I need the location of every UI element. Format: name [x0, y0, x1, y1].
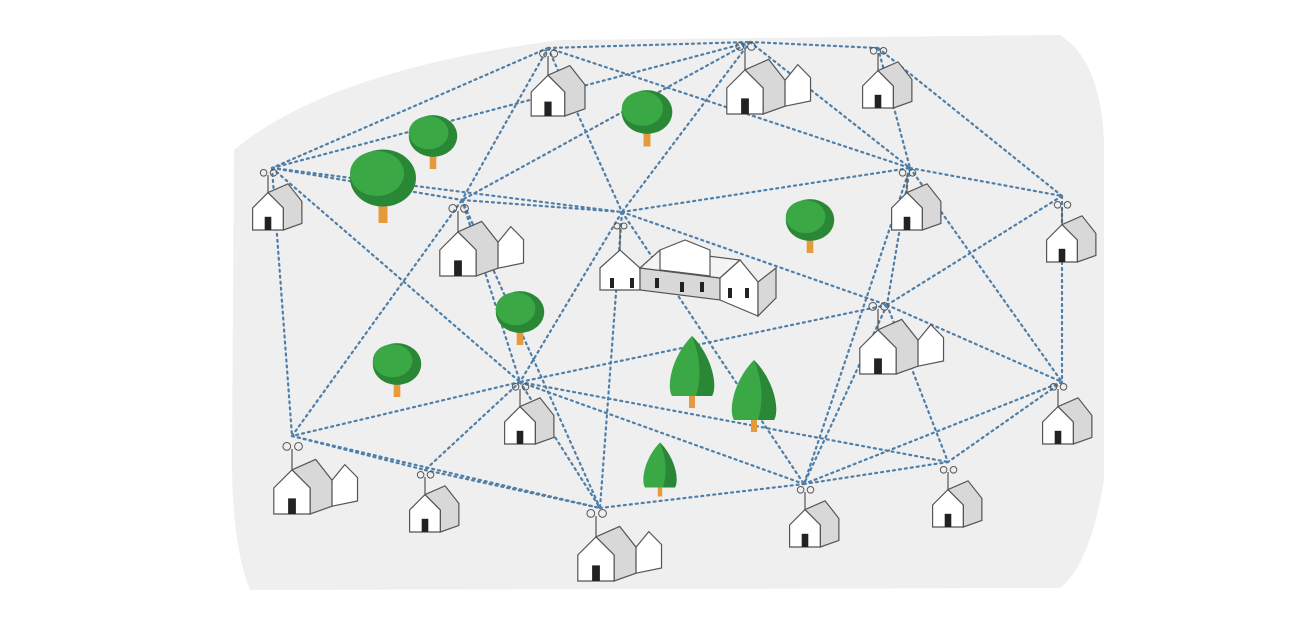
- house-icon: [789, 486, 840, 548]
- pine-tree-icon: [643, 442, 677, 497]
- mesh-link: [423, 468, 602, 510]
- central-building-icon: [599, 222, 777, 318]
- house-icon: [439, 204, 525, 277]
- mesh-link: [290, 198, 464, 438]
- tree-icon: [372, 343, 422, 397]
- house-icon: [577, 509, 663, 582]
- mesh-link: [885, 166, 912, 307]
- tree-icon: [350, 149, 416, 223]
- mesh-link: [270, 166, 522, 384]
- house-icon: [273, 442, 359, 515]
- mesh-link: [802, 380, 1064, 486]
- mesh-link: [270, 166, 624, 214]
- mesh-link: [460, 40, 752, 202]
- mesh-link: [885, 303, 950, 464]
- tree-icon: [621, 90, 673, 147]
- trees: [350, 90, 835, 497]
- mesh-link: [290, 434, 427, 472]
- pine-tree-icon: [731, 360, 777, 432]
- mesh-link: [460, 198, 624, 214]
- house-icon: [530, 49, 586, 117]
- mesh-link: [885, 194, 1064, 307]
- tree-icon: [495, 291, 545, 345]
- mesh-link: [802, 460, 950, 486]
- buildings: [252, 42, 1097, 582]
- house-icon: [1046, 201, 1097, 263]
- mesh-link: [908, 166, 1064, 198]
- mesh-link: [270, 40, 752, 170]
- mesh-link: [946, 380, 1064, 464]
- mesh-link: [460, 46, 550, 202]
- house-icon: [859, 302, 945, 375]
- mesh-link: [620, 166, 912, 214]
- mesh-link: [518, 210, 624, 384]
- house-icon: [726, 42, 812, 115]
- mesh-link: [270, 46, 550, 170]
- tree-icon: [408, 115, 458, 169]
- house-icon: [862, 47, 913, 109]
- house-icon: [252, 169, 303, 231]
- house-icon: [932, 466, 983, 528]
- pine-tree-icon: [669, 336, 715, 408]
- house-icon: [504, 383, 555, 445]
- mesh-link: [598, 482, 806, 510]
- house-icon: [1042, 383, 1093, 445]
- mesh-link: [518, 303, 889, 384]
- mesh-link: [546, 40, 752, 50]
- mesh-link: [546, 46, 912, 170]
- tree-icon: [785, 199, 835, 253]
- mesh-link: [748, 40, 912, 170]
- mesh-link: [885, 303, 1064, 384]
- mesh-link: [423, 380, 522, 472]
- mesh-link: [290, 380, 522, 438]
- house-icon: [409, 471, 460, 533]
- mesh-link: [620, 210, 889, 307]
- house-icon: [891, 169, 942, 231]
- mesh-link: [620, 40, 752, 214]
- mesh-link: [518, 380, 950, 464]
- mesh-link: [518, 380, 806, 486]
